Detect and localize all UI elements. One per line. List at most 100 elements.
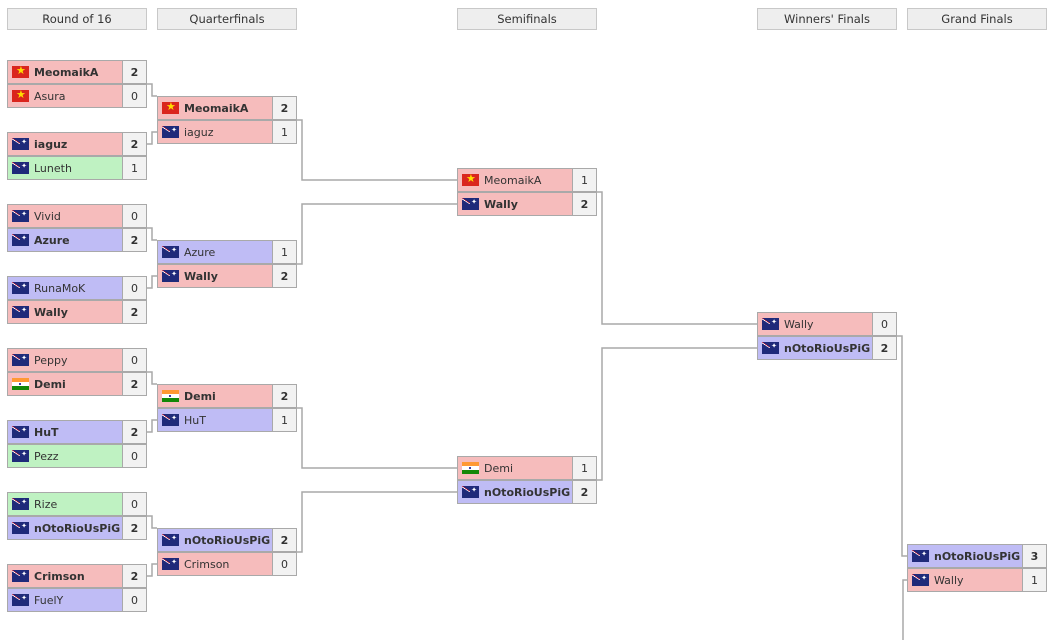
- team-score: 2: [273, 96, 297, 120]
- flag-au-icon: [162, 270, 179, 282]
- team-name: FuelY: [34, 593, 64, 607]
- flag-au-icon: [162, 414, 179, 426]
- round-header-semifinals: Semifinals: [457, 8, 597, 30]
- team-score: 0: [123, 84, 147, 108]
- team-name: Vivid: [34, 209, 61, 223]
- flag-au-icon: [762, 318, 779, 330]
- team-slot[interactable]: Vivid 0: [7, 204, 147, 228]
- team-name-cell: nOtoRioUsPiG: [7, 516, 123, 540]
- team-slot[interactable]: Demi 2: [157, 384, 297, 408]
- team-name: Wally: [34, 305, 68, 319]
- team-score: 2: [123, 564, 147, 588]
- flag-au-icon: [162, 558, 179, 570]
- team-slot[interactable]: Asura 0: [7, 84, 147, 108]
- team-name-cell: Peppy: [7, 348, 123, 372]
- team-slot[interactable]: MeomaikA 2: [7, 60, 147, 84]
- team-name: HuT: [34, 425, 59, 439]
- flag-au-icon: [462, 486, 479, 498]
- flag-au-icon: [912, 574, 929, 586]
- team-name-cell: nOtoRioUsPiG: [157, 528, 273, 552]
- team-name-cell: FuelY: [7, 588, 123, 612]
- team-name-cell: Rize: [7, 492, 123, 516]
- team-score: 0: [123, 444, 147, 468]
- flag-au-icon: [12, 306, 29, 318]
- team-score: 2: [123, 516, 147, 540]
- team-name-cell: nOtoRioUsPiG: [457, 480, 573, 504]
- flag-in-icon: [12, 378, 29, 390]
- team-slot[interactable]: Pezz 0: [7, 444, 147, 468]
- team-name: iaguz: [34, 137, 68, 151]
- team-name-cell: nOtoRioUsPiG: [757, 336, 873, 360]
- team-name-cell: Vivid: [7, 204, 123, 228]
- team-name-cell: Wally: [457, 192, 573, 216]
- team-name-cell: MeomaikA: [7, 60, 123, 84]
- team-score: 2: [873, 336, 897, 360]
- team-slot[interactable]: Azure 2: [7, 228, 147, 252]
- team-name: MeomaikA: [34, 65, 99, 79]
- team-score: 2: [123, 132, 147, 156]
- team-name: Demi: [34, 377, 66, 391]
- team-name: Crimson: [184, 557, 230, 571]
- team-name-cell: Pezz: [7, 444, 123, 468]
- team-score: 2: [123, 60, 147, 84]
- team-name: Pezz: [34, 449, 59, 463]
- team-score: 1: [273, 408, 297, 432]
- round-header-r16: Round of 16: [7, 8, 147, 30]
- team-name: Luneth: [34, 161, 72, 175]
- team-score: 2: [573, 480, 597, 504]
- team-score: 1: [273, 120, 297, 144]
- team-name-cell: Azure: [7, 228, 123, 252]
- flag-vn-icon: [462, 174, 479, 186]
- round-header-quarterfinals: Quarterfinals: [157, 8, 297, 30]
- team-slot[interactable]: iaguz 2: [7, 132, 147, 156]
- team-score: 2: [123, 228, 147, 252]
- team-score: 0: [123, 204, 147, 228]
- team-score: 1: [273, 240, 297, 264]
- flag-au-icon: [462, 198, 479, 210]
- flag-au-icon: [12, 594, 29, 606]
- flag-vn-icon: [12, 90, 29, 102]
- round-header-winners-finals: Winners' Finals: [757, 8, 897, 30]
- team-score: 2: [273, 384, 297, 408]
- team-name: MeomaikA: [484, 173, 542, 187]
- team-name: Peppy: [34, 353, 68, 367]
- team-name: Asura: [34, 89, 66, 103]
- flag-au-icon: [912, 550, 929, 562]
- team-name-cell: HuT: [157, 408, 273, 432]
- flag-au-icon: [12, 426, 29, 438]
- flag-au-icon: [12, 234, 29, 246]
- team-name: nOtoRioUsPiG: [484, 485, 571, 499]
- team-score: 2: [273, 528, 297, 552]
- flag-au-icon: [12, 162, 29, 174]
- team-name-cell: Wally: [907, 568, 1023, 592]
- team-name: MeomaikA: [184, 101, 249, 115]
- team-name: Demi: [184, 389, 216, 403]
- flag-au-icon: [12, 498, 29, 510]
- team-name: Azure: [34, 233, 70, 247]
- team-slot[interactable]: MeomaikA 2: [157, 96, 297, 120]
